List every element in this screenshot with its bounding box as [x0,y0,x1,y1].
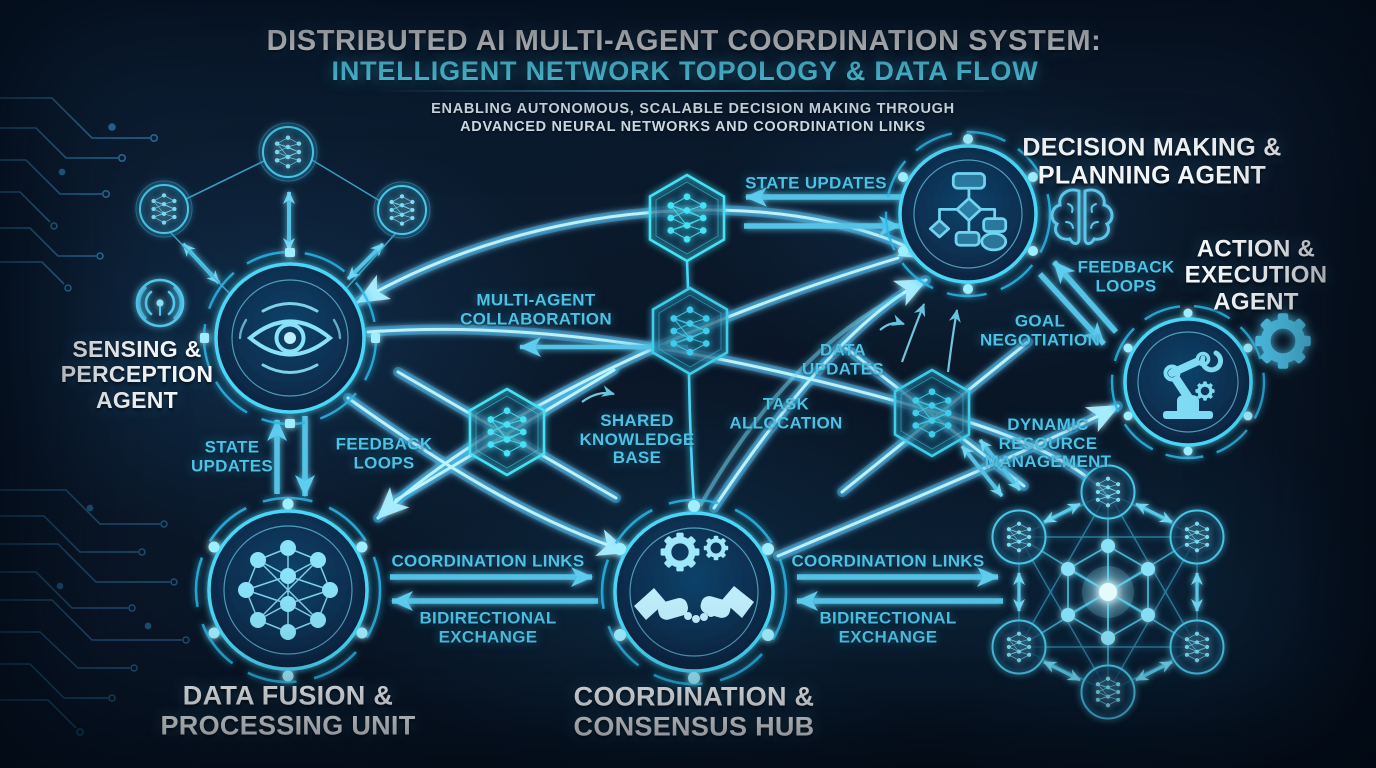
edge-label-bidirectional-exchange-left: BIDIRECTIONAL EXCHANGE [419,608,557,646]
tagline-line-1: ENABLING AUTONOMOUS, SCALABLE DECISION M… [431,101,955,118]
edge-label-state-updates-top: STATE UPDATES [745,173,887,193]
network-graph-icon [238,540,338,640]
edge-label-bidirectional-exchange-right: BIDIRECTIONAL EXCHANGE [819,608,957,646]
radar-icon [135,278,185,328]
action-agent-label: ACTION & EXECUTION AGENT [1184,235,1328,316]
sensing-agent-node [200,248,380,428]
edge-label-coordination-links-left: COORDINATION LINKS [391,551,585,571]
edge-label-coordination-links-right: COORDINATION LINKS [791,551,985,571]
handshake-icon [634,586,754,623]
decision-agent-label: DECISION MAKING & PLANNING AGENT [1022,133,1282,189]
hub-node [600,498,788,686]
header-divider [380,90,1000,92]
relay-connectors [685,260,696,505]
edge-label-dynamic-resource-management: DYNAMIC RESOURCE MANAGEMENT [984,414,1112,472]
page-subtitle: INTELLIGENT NETWORK TOPOLOGY & DATA FLOW [331,56,1039,87]
sensing-agent-label: SENSING & PERCEPTION AGENT [60,336,214,413]
edge-label-multi-agent-collaboration: MULTI-AGENT COLLABORATION [460,290,612,328]
tagline-line-2: ADVANCED NEURAL NETWORKS AND COORDINATIO… [460,119,926,136]
circuit-traces-top-left [0,97,159,292]
satellite-node [373,181,431,239]
edge-label-feedback-loops-left: FEEDBACK LOOPS [335,434,433,472]
neural-hexagon-icon [650,175,724,261]
satellite-nodes [135,122,431,239]
hub-label: COORDINATION & CONSENSUS HUB [573,681,815,741]
fusion-agent-label: DATA FUSION & PROCESSING UNIT [160,680,416,740]
satellite-node [135,180,193,238]
edge-label-goal-negotiation: GOAL NEGOTIATION [979,311,1101,349]
satellite-node [258,122,318,182]
fusion-agent-node [194,496,382,684]
page-title: DISTRIBUTED AI MULTI-AGENT COORDINATION … [266,25,1102,58]
edge-label-feedback-loops-right: FEEDBACK LOOPS [1077,257,1175,295]
edge-label-task-allocation: TASK ALLOCATION [729,394,843,432]
edge-label-data-updates: DATA UPDATES [801,340,885,378]
eye-icon [238,302,342,374]
edge-label-shared-knowledge-base: SHARED KNOWLEDGE BASE [579,410,695,468]
flowchart-icon [928,172,1008,252]
circuit-traces-bottom-left [0,489,190,736]
mesh-network-icon [991,464,1225,720]
edge-label-state-updates-left: STATE UPDATES [190,437,274,475]
action-agent-node [1110,304,1266,460]
brain-icon [1050,188,1114,245]
gear-icon [1255,313,1311,369]
robot-arm-icon [1163,350,1224,419]
label-arrows [267,187,1119,611]
decision-agent-node [884,130,1052,298]
neural-hexagon-icon [470,389,544,475]
